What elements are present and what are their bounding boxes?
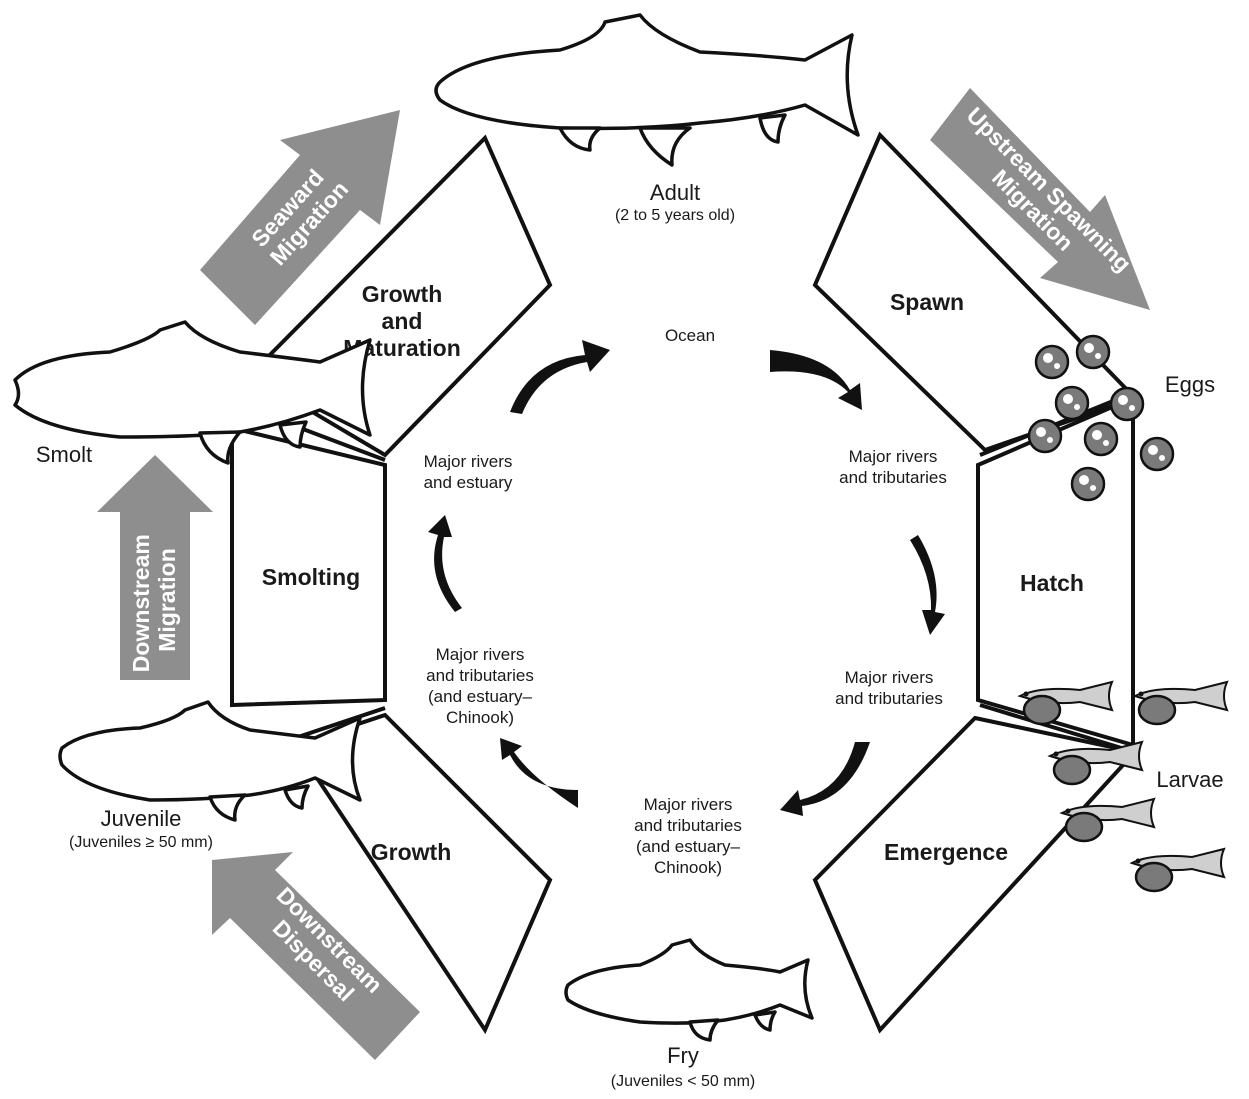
smolting-label: Smolting [262, 564, 360, 590]
cycle-arrow-left-up [428, 515, 462, 612]
cycle-arrows [428, 340, 945, 816]
juvenile-sub: (Juveniles ≥ 50 mm) [69, 834, 213, 851]
downstream-migration-line2: Migration [154, 548, 180, 652]
growth-label: Growth [371, 839, 452, 865]
habitat-mid-right-line1: Major rivers [845, 668, 934, 687]
spawn-label: Spawn [890, 289, 964, 315]
habitat-mid-right: Major rivers and tributaries [835, 668, 943, 708]
habitat-left-lower-line4: Chinook) [446, 708, 514, 727]
cycle-arrow-ocean-in [510, 340, 610, 414]
habitat-left-upper-line2: and estuary [424, 473, 513, 492]
adult-sub: (2 to 5 years old) [615, 207, 735, 224]
egg-icon [1070, 466, 1106, 502]
habitat-top-right: Major rivers and tributaries [839, 447, 947, 487]
egg-icon [1109, 386, 1145, 422]
smolting-panel [230, 425, 387, 708]
emergence-panel [812, 715, 1139, 1034]
cycle-arrow-ocean-out [770, 350, 862, 410]
habitat-left-lower-line2: and tributaries [426, 666, 534, 685]
habitat-left-lower: Major rivers and tributaries (and estuar… [426, 645, 534, 727]
downstream-migration-line1: Downstream [128, 534, 154, 672]
habitat-bottom: Major rivers and tributaries (and estuar… [634, 795, 742, 877]
habitat-left-upper: Major rivers and estuary [424, 452, 513, 492]
habitat-bottom-line4: Chinook) [654, 858, 722, 877]
svg-text:Downstream Migration: Downstream Migration [128, 528, 180, 672]
fry-label: Fry (Juveniles < 50 mm) [611, 1043, 756, 1090]
egg-icon [1083, 421, 1119, 457]
larva-icon [1017, 680, 1114, 726]
cycle-arrow-bottom-right [780, 742, 870, 816]
habitat-left-upper-line1: Major rivers [424, 452, 513, 471]
larva-icon [1132, 680, 1229, 726]
larva-icon [1129, 847, 1226, 893]
juvenile-fish-icon [58, 700, 362, 822]
larva-icon [1047, 740, 1144, 786]
growth-maturation-line2: and [382, 308, 423, 334]
adult-fish-icon [434, 13, 860, 167]
smolt-fish-icon [13, 320, 372, 465]
habitat-top-right-line2: and tributaries [839, 468, 947, 487]
egg-icon [1054, 385, 1090, 421]
cycle-arrow-bottom-left [500, 738, 578, 808]
emergence-label: Emergence [884, 839, 1008, 865]
eggs-name: Eggs [1165, 372, 1215, 397]
larvae-name: Larvae [1156, 767, 1223, 792]
habitat-bottom-line1: Major rivers [644, 795, 733, 814]
hatch-label: Hatch [1020, 570, 1084, 596]
smolt-name: Smolt [36, 442, 92, 467]
fry-name: Fry [667, 1043, 699, 1068]
egg-icon [1075, 334, 1111, 370]
habitat-top-right-line1: Major rivers [849, 447, 938, 466]
growth-maturation-line1: Growth [362, 281, 443, 307]
eggs-cluster-icon [1027, 334, 1175, 502]
habitat-left-lower-line1: Major rivers [436, 645, 525, 664]
habitat-mid-right-line2: and tributaries [835, 689, 943, 708]
juvenile-label: Juvenile (Juveniles ≥ 50 mm) [69, 806, 213, 851]
habitat-ocean: Ocean [665, 326, 715, 345]
egg-icon [1139, 436, 1175, 472]
habitat-left-lower-line3: (and estuary– [428, 687, 532, 706]
larva-icon [1059, 797, 1156, 843]
cycle-arrow-right-down [910, 535, 945, 635]
egg-icon [1034, 344, 1070, 380]
habitat-bottom-line2: and tributaries [634, 816, 742, 835]
larvae-cluster-icon [1017, 680, 1229, 893]
juvenile-name: Juvenile [101, 806, 182, 831]
egg-icon [1027, 418, 1063, 454]
habitat-bottom-line3: (and estuary– [636, 837, 740, 856]
adult-name: Adult [650, 180, 700, 205]
adult-label: Adult (2 to 5 years old) [615, 180, 735, 224]
fry-sub: (Juveniles < 50 mm) [611, 1073, 756, 1090]
downstream-migration-arrow: Downstream Migration [97, 455, 213, 680]
fry-fish-icon [564, 938, 814, 1042]
